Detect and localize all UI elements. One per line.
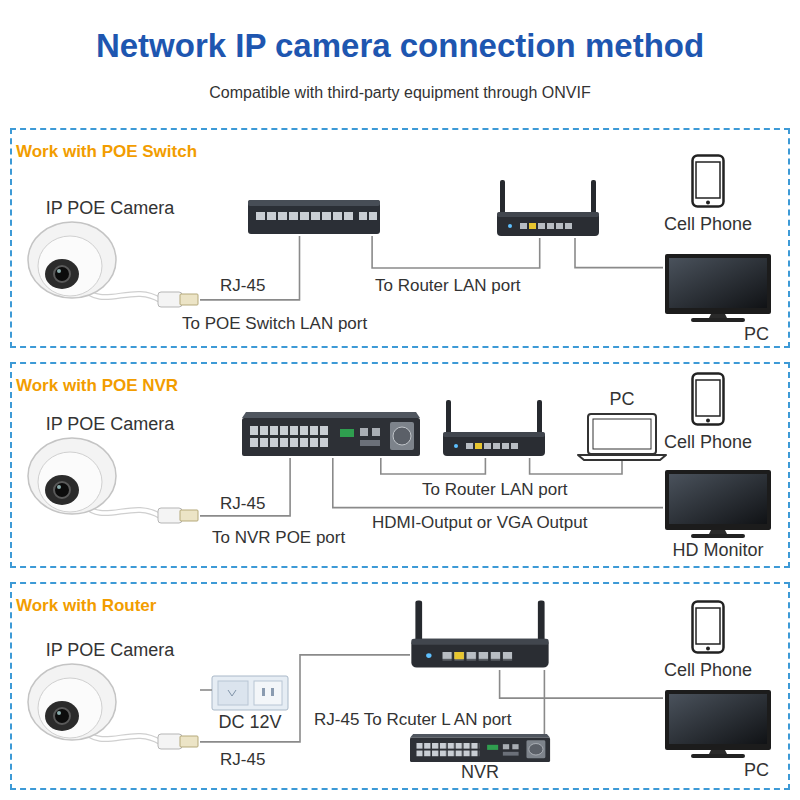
section-panel: Work with POE NVR IP POE Camera PC Cell Pho… [10,362,790,568]
device-label: PC [744,760,769,780]
camera-node: IP POE Camera [20,640,200,752]
phone-icon [693,156,724,207]
camera-node: IP POE Camera [20,198,200,310]
phone-node: Cell Phone [660,598,757,680]
wire-label: RJ-45 [218,750,267,769]
monitor-icon [665,470,771,538]
section-panel: Work with Router IP POE Camera DC 12V NVR Ce… [10,582,790,790]
device-label: PC [609,389,634,409]
dome-camera [28,438,198,523]
cable-line [500,670,663,698]
port-note: RJ-45 To Rcuter L AN port [312,710,513,729]
cable-line [200,689,212,691]
subtitle: Compatible with third-party equipment th… [207,83,593,102]
port-note: To POE Switch LAN port [180,314,369,333]
device-label: DC 12V [218,712,281,732]
cable-line [381,458,486,474]
cable-line [372,236,540,268]
device-label: PC [744,324,769,344]
nvr-node: NVR [410,734,550,782]
wire-label: To Router LAN port [373,276,523,295]
device-label: Cell Phone [664,214,752,234]
cable-line [200,236,300,300]
pc-node: PC [663,252,773,344]
cable-line [575,238,663,268]
cable-line [200,458,290,516]
device-label: IP POE Camera [46,414,175,434]
cable-line [544,670,546,734]
dome-camera [28,664,198,749]
phone-node: Cell Phone [660,152,757,234]
nvr-icon [242,412,420,456]
nvr-icon [410,734,550,762]
monitor-node: HD Monitor [663,468,773,560]
pc-node: PC [663,688,773,780]
device-label: Cell Phone [664,432,752,452]
laptop-icon [578,414,666,460]
router-node [410,598,550,670]
device-label: Cell Phone [664,660,752,680]
panel-heading: Work with Router [16,596,156,616]
poe-switch-node [248,198,380,236]
adapter-node: DC 12V [212,676,288,732]
monitor-icon [665,254,771,322]
device-label: HD Monitor [672,540,763,560]
cable-line [333,458,663,508]
monitor-icon [665,690,771,758]
wire-label: HDMI-Output or VGA Output [370,513,589,532]
router-icon [443,400,545,456]
wire-label: RJ-45 [218,494,267,513]
phone-node: Cell Phone [660,370,757,452]
dome-camera [28,222,198,307]
phone-icon [693,374,724,425]
router-icon [497,180,599,236]
wire-label: RJ-45 [218,276,267,295]
device-label: NVR [461,762,499,782]
wire-label: To Router LAN port [420,480,570,499]
device-label: IP POE Camera [46,640,175,660]
device-label: IP POE Camera [46,198,175,218]
panel-heading: Work with POE Switch [16,142,197,162]
router-node [496,178,600,238]
phone-icon [693,602,724,653]
router-icon [411,600,548,667]
power-adapter-icon [212,676,288,710]
poe-switch-icon [248,200,380,234]
laptop-node: PC [576,389,668,461]
camera-node: IP POE Camera [20,414,200,526]
router-node [440,398,548,458]
port-note: To NVR POE port [210,528,347,547]
diagram-title: Network IP camera connection method [0,26,800,66]
panel-heading: Work with POE NVR [16,376,178,396]
nvr-node [242,410,420,458]
cable-line [530,458,622,474]
section-panel: Work with POE Switch IP POE CameraCell Ph… [10,128,790,348]
